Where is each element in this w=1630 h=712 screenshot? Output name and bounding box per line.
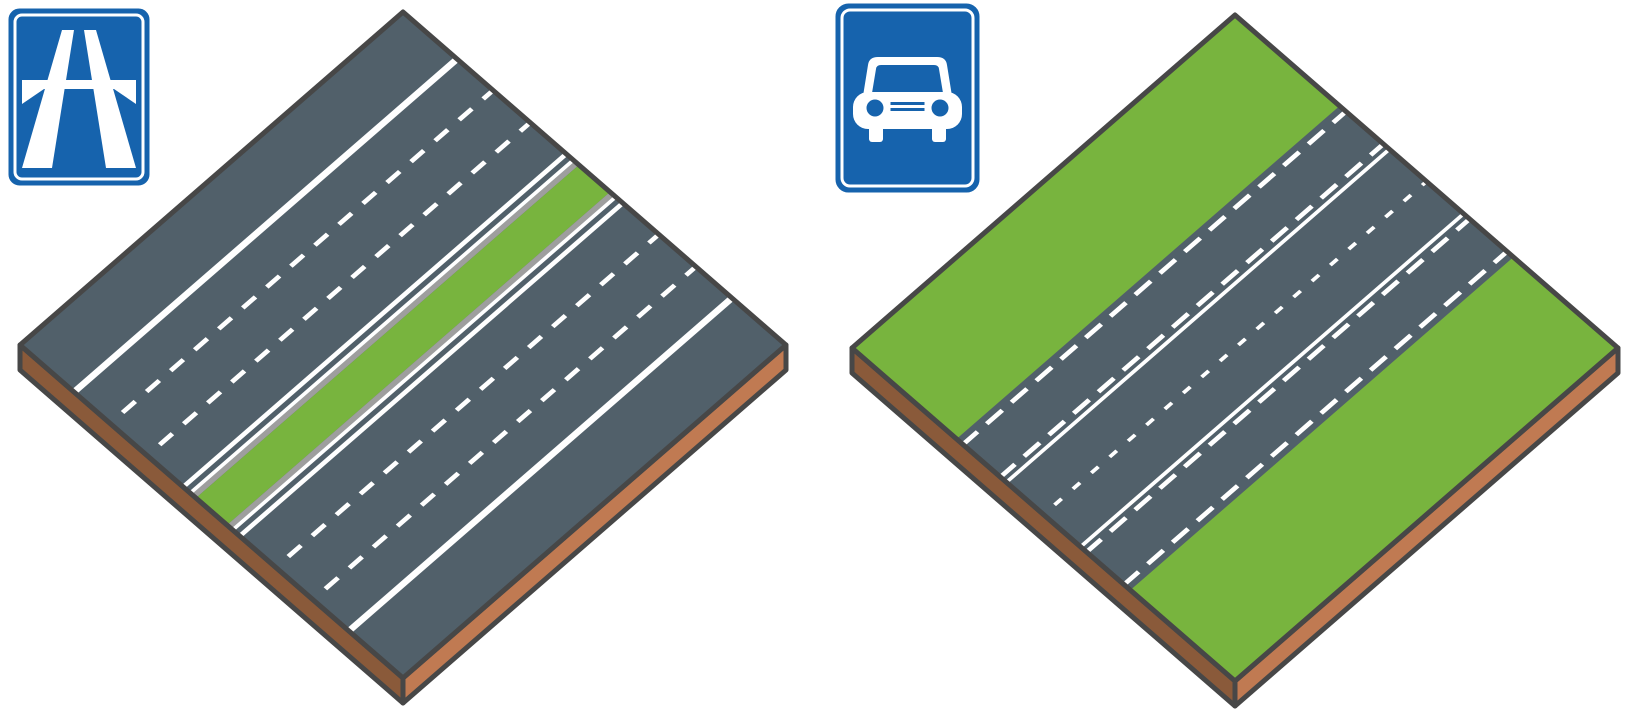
tile-outline <box>849 12 1621 684</box>
motorway-sign-icon <box>8 8 150 186</box>
motorway-pictogram <box>22 30 136 168</box>
motor-road-sign-icon <box>835 3 980 193</box>
sign-inner-border <box>13 13 145 181</box>
car-front-pictogram <box>853 57 962 142</box>
sign-inner-border <box>840 8 975 188</box>
motorway-tile <box>17 9 789 706</box>
tile-outline <box>17 9 789 681</box>
motor-road-tile <box>849 12 1621 709</box>
